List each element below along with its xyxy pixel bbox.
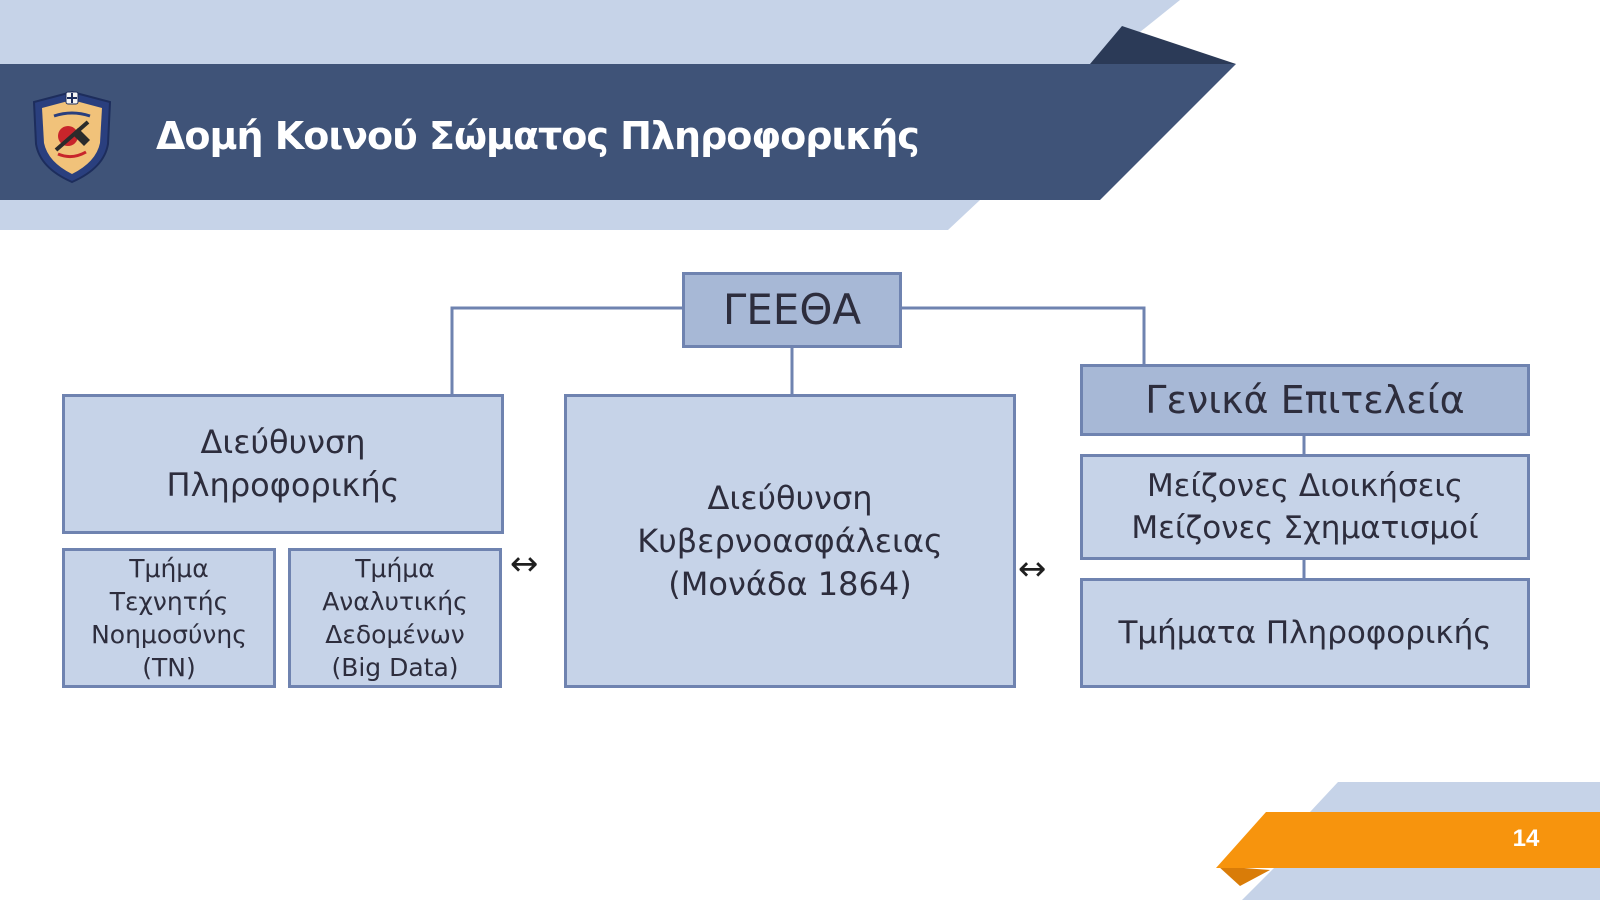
- emblem-logo: [32, 90, 112, 184]
- bidirectional-arrow-right: ↔: [1018, 549, 1047, 589]
- org-box-cybersecurity-line-1: Διεύθυνση: [707, 478, 873, 517]
- footer-orange-shadow: [1218, 866, 1270, 886]
- org-box-it-directorate-line-2: Πληροφορικής: [166, 466, 400, 504]
- connector-lines: [450, 306, 1306, 578]
- org-box-it-departments: Τμήματα Πληροφορικής: [1080, 578, 1530, 688]
- org-box-bigdata-department: Τμήμα Αναλυτικής Δεδομένων (Big Data): [288, 548, 502, 688]
- org-box-bigdata-line-1: Τμήμα: [355, 554, 435, 583]
- slide-title: Δομή Κοινού Σώματος Πληροφορικής: [156, 114, 920, 158]
- footer-orange-band: [1216, 812, 1600, 868]
- org-box-ai-line-3: Νοημοσύνης: [91, 620, 247, 649]
- footer-light-band-top: [1310, 782, 1600, 812]
- header-dark-tip: [1090, 26, 1236, 64]
- org-box-major-commands: Μείζονες Διοικήσεις Μείζονες Σχηματισμοί: [1080, 454, 1530, 560]
- header-lower-band: [0, 200, 980, 230]
- connector-top-left: [450, 306, 682, 394]
- org-box-it-directorate-line-1: Διεύθυνση: [200, 423, 366, 461]
- org-box-it-departments-label: Τμήματα Πληροφορικής: [1118, 615, 1492, 651]
- org-box-bigdata-line-4: (Big Data): [331, 653, 459, 682]
- org-box-ai-line-1: Τμήμα: [129, 554, 209, 583]
- org-box-geetha-label: ΓΕΕΘΑ: [722, 285, 862, 334]
- org-box-cybersecurity-directorate: Διεύθυνση Κυβερνοασφάλειας (Μονάδα 1864): [564, 394, 1016, 688]
- org-box-general-staffs-label: Γενικά Επιτελεία: [1145, 378, 1465, 422]
- org-box-bigdata-line-3: Δεδομένων: [325, 620, 465, 649]
- org-box-ai-department: Τμήμα Τεχνητής Νοημοσύνης (ΤΝ): [62, 548, 276, 688]
- bidirectional-arrow-left: ↔: [510, 544, 539, 584]
- header-main-band: [0, 64, 1236, 200]
- connector-top-right: [902, 306, 1146, 364]
- org-box-major-commands-line-1: Μείζονες Διοικήσεις: [1146, 468, 1464, 504]
- org-box-cybersecurity-line-3: (Μονάδα 1864): [668, 564, 912, 603]
- org-box-bigdata-line-2: Αναλυτικής: [322, 587, 468, 616]
- org-box-geetha: ΓΕΕΘΑ: [682, 272, 902, 348]
- page-number: 14: [1512, 825, 1540, 852]
- footer-light-band-bottom: [1242, 868, 1600, 900]
- org-box-general-staffs: Γενικά Επιτελεία: [1080, 364, 1530, 436]
- org-box-it-directorate: Διεύθυνση Πληροφορικής: [62, 394, 504, 534]
- header-light-band: [0, 0, 1180, 64]
- org-box-ai-line-4: (ΤΝ): [142, 653, 196, 682]
- org-box-major-commands-line-2: Μείζονες Σχηματισμοί: [1131, 510, 1479, 546]
- org-box-ai-line-2: Τεχνητής: [109, 587, 229, 616]
- org-box-cybersecurity-line-2: Κυβερνοασφάλειας: [637, 521, 943, 560]
